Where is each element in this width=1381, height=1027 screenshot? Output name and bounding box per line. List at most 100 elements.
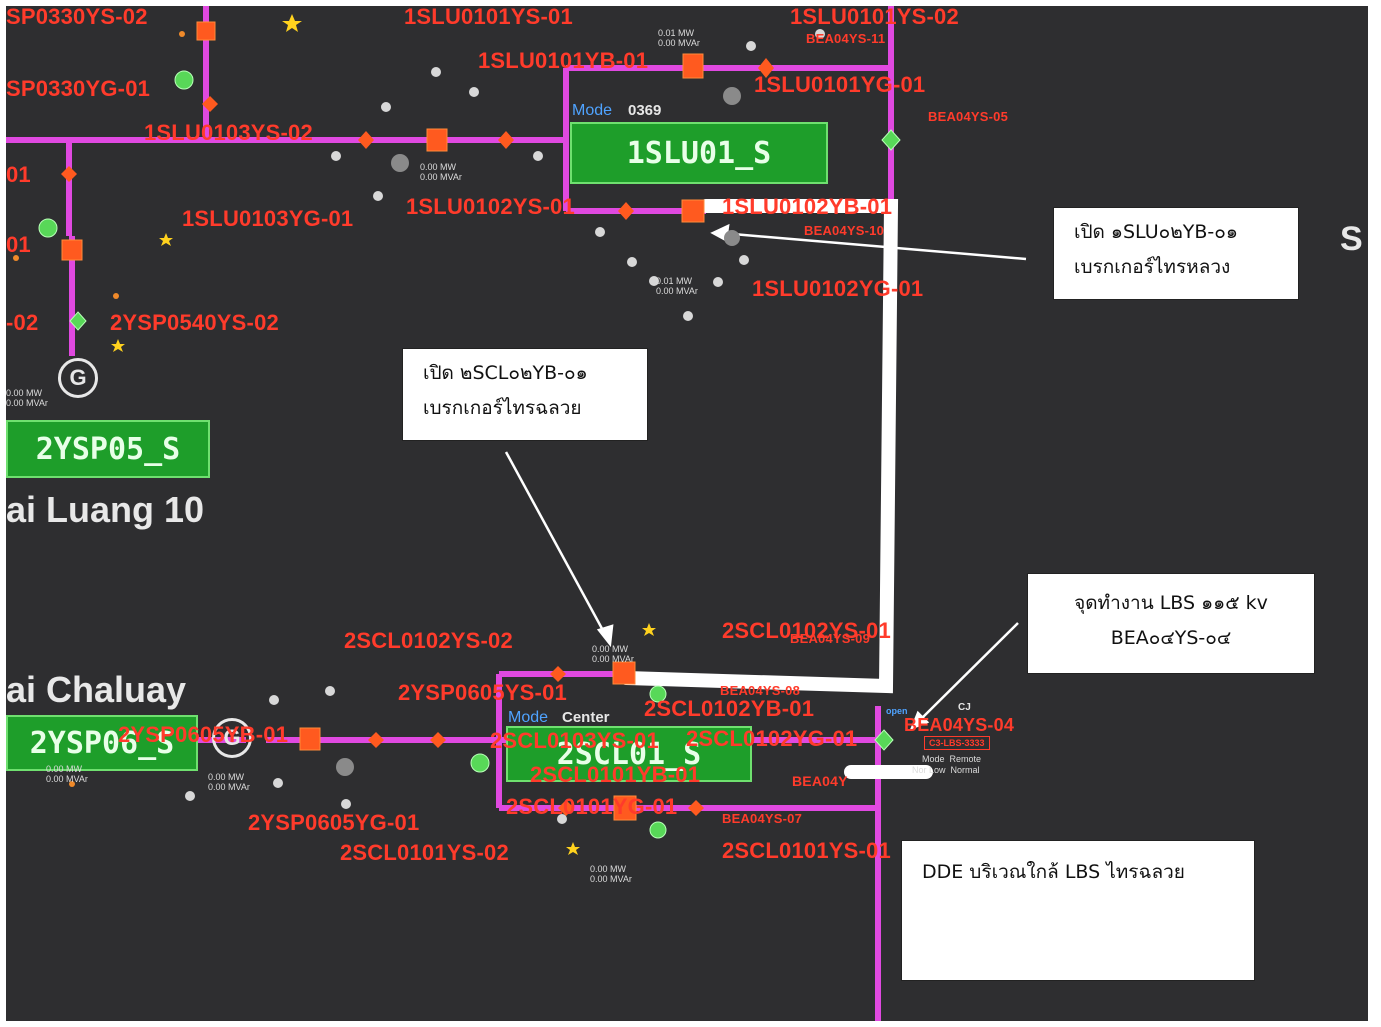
mode-value-scl01: Center	[562, 709, 610, 726]
label-bea04ys-08[interactable]: BEA04YS-08	[720, 683, 801, 698]
arrow-head	[596, 624, 614, 648]
station-2scl01[interactable]: 2SCL01_S	[506, 726, 752, 782]
switch-symbol	[202, 96, 218, 112]
power-reading: 0.00 MW 0.00 MVAr	[590, 864, 632, 884]
callout-lbs-point: จุดทำงาน LBS ๑๑๕ kv BEA๐๔YS-๐๔	[1027, 573, 1315, 674]
power-reading: 0.00 MW 0.00 MVAr	[6, 388, 48, 408]
label-2ysp0605ys-01[interactable]: 2YSP0605YS-01	[398, 680, 567, 705]
label-2scl0101ys-01[interactable]: 2SCL0101YS-01	[722, 838, 891, 863]
label-2ysp0605yb-01[interactable]: 2YSP0605YB-01	[118, 722, 289, 747]
label-2scl0102ys-01[interactable]: 2SCL0102YS-01	[722, 618, 891, 643]
callout-line: DDE บริเวณใกล้ LBS ไทรฉลวย	[922, 861, 1185, 883]
callout-open-slu-breaker: เปิด ๑SLU๐๒YB-๐๑ เบรกเกอร์ไทรหลวง	[1053, 207, 1299, 300]
label-2ysp0605yg-01[interactable]: 2YSP0605YG-01	[248, 810, 420, 835]
label-bea04ys-11[interactable]: BEA04YS-11	[806, 31, 886, 46]
label-bea04ys-10[interactable]: BEA04YS-10	[804, 223, 885, 238]
breaker-symbol	[61, 239, 83, 261]
label-sp0330ys-02[interactable]: SP0330YS-02	[6, 6, 148, 29]
label-2ysp0540ys-02[interactable]: 2YSP0540YS-02	[110, 310, 279, 335]
substation-name-sai-chaluay: ai Chaluay	[6, 669, 187, 710]
switch-symbol	[368, 732, 384, 748]
ground-switches	[38, 70, 901, 839]
ground-switch-symbol	[874, 729, 894, 751]
highlight-path	[619, 199, 899, 694]
arrow-line	[917, 622, 1019, 723]
arrow-line	[504, 451, 608, 637]
label-left-02[interactable]: -02	[6, 310, 39, 335]
arrow-line	[720, 231, 1027, 261]
label-1slu0101yg-01[interactable]: 1SLU0101YG-01	[754, 72, 926, 97]
label-1slu0103ys-02[interactable]: 1SLU0103YS-02	[144, 120, 313, 145]
label-2scl0101ys-02[interactable]: 2SCL0101YS-02	[340, 840, 509, 865]
ground-switch-symbol	[649, 685, 667, 703]
substation-name-sai-luang: ai Luang 10	[6, 489, 205, 530]
label-left-01[interactable]: 01	[6, 232, 31, 257]
status-open: open	[886, 706, 908, 716]
label-1slu0102yb-01[interactable]: 1SLU0102YB-01	[722, 194, 893, 219]
mode-value-slu01: 0369	[628, 102, 662, 119]
label-1slu0102ys-01[interactable]: 1SLU0102YS-01	[406, 194, 575, 219]
station-2ysp06[interactable]: 2YSP06_S	[6, 715, 198, 771]
switch-symbol	[61, 166, 77, 182]
load-symbol	[724, 230, 740, 246]
mode-label-scl01: Mode	[508, 709, 549, 726]
label-2scl0102ys-02[interactable]: 2SCL0102YS-02	[344, 628, 513, 653]
switch-symbol	[498, 131, 514, 149]
power-reading: 0.00 MW 0.00 MVAr	[46, 764, 88, 784]
switch-symbol	[430, 732, 446, 748]
switch-symbol	[758, 58, 774, 78]
switch-symbol	[358, 131, 374, 149]
label-bea04y[interactable]: BEA04Y	[792, 773, 848, 789]
label-2scl0102yg-01[interactable]: 2SCL0102YG-01	[686, 726, 858, 751]
label-sp0330yg-01[interactable]: SP0330YG-01	[6, 76, 151, 101]
generator-icon[interactable]: G	[58, 358, 98, 398]
power-reading: 0.01 MW 0.00 MVAr	[658, 28, 700, 48]
switch-symbol	[688, 800, 704, 816]
power-reading: 0.00 MW 0.00 MVAr	[592, 644, 634, 664]
breaker-symbol	[426, 128, 448, 152]
power-reading: 0.01 MW 0.00 MVAr	[656, 276, 698, 296]
label-1slu0102yg-01[interactable]: 1SLU0102YG-01	[752, 276, 924, 301]
orange-dots	[13, 31, 185, 787]
label-1slu0101ys-02[interactable]: 1SLU0101YS-02	[790, 6, 959, 29]
label-1slu0101ys-01[interactable]: 1SLU0101YS-01	[404, 6, 573, 29]
status-cj: CJ	[958, 702, 971, 713]
ground-switch-symbol	[69, 311, 87, 331]
label-bea04ys-04[interactable]: BEA04YS-04	[904, 715, 1015, 735]
edge-letter: S	[1340, 220, 1363, 258]
label-left-01[interactable]: 01	[6, 162, 31, 187]
load-symbol	[391, 154, 409, 172]
callout-line: เบรกเกอร์ไทรฉลวย	[423, 397, 582, 419]
callout-line: จุดทำงาน LBS ๑๑๕ kv	[1074, 592, 1268, 614]
switches	[61, 58, 774, 816]
breaker-symbol	[681, 199, 705, 223]
label-bea04ys-09[interactable]: BEA04YS-09	[790, 631, 871, 646]
callout-open-scl-breaker: เปิด ๒SCL๐๒YB-๐๑ เบรกเกอร์ไทรฉลวย	[402, 348, 648, 441]
label-2scl0103ys-01[interactable]: 2SCL0103YS-01	[490, 728, 659, 753]
ground-switch-symbol	[38, 218, 58, 238]
callout-line: BEA๐๔YS-๐๔	[1110, 627, 1232, 649]
callout-line: เปิด ๒SCL๐๒YB-๐๑	[423, 362, 588, 384]
power-reading: 0.00 MW 0.00 MVAr	[208, 772, 250, 792]
breaker-symbol	[299, 727, 321, 751]
ground-switch-symbol	[174, 70, 194, 90]
generator-icon[interactable]: G	[212, 718, 252, 758]
indicator-dots	[185, 29, 825, 824]
label-2scl0101yb-01[interactable]: 2SCL0101YB-01	[530, 762, 701, 787]
label-1slu0101yb-01[interactable]: 1SLU0101YB-01	[478, 48, 649, 73]
label-2scl0102yb-01[interactable]: 2SCL0102YB-01	[644, 696, 815, 721]
lbs-id-tag[interactable]: C3-LBS-3333	[924, 736, 990, 750]
star-markers	[111, 14, 656, 855]
callout-line: เบรกเกอร์ไทรหลวง	[1074, 256, 1231, 278]
station-1slu01[interactable]: 1SLU01_S	[570, 122, 828, 184]
callout-line: เปิด ๑SLU๐๒YB-๐๑	[1074, 221, 1238, 243]
callout-dde: DDE บริเวณใกล้ LBS ไทรฉลวย	[901, 840, 1255, 981]
label-1slu0103yg-01[interactable]: 1SLU0103YG-01	[182, 206, 354, 231]
station-2ysp05[interactable]: 2YSP05_S	[6, 420, 210, 478]
label-bea04ys-05[interactable]: BEA04YS-05	[928, 109, 1009, 124]
breakers	[61, 21, 705, 821]
label-bea04ys-07[interactable]: BEA04YS-07	[722, 811, 803, 826]
label-2scl0101yg-01[interactable]: 2SCL0101YG-01	[506, 794, 678, 819]
ground-switch-symbol	[881, 129, 901, 151]
ground-switch-symbol	[649, 821, 667, 839]
